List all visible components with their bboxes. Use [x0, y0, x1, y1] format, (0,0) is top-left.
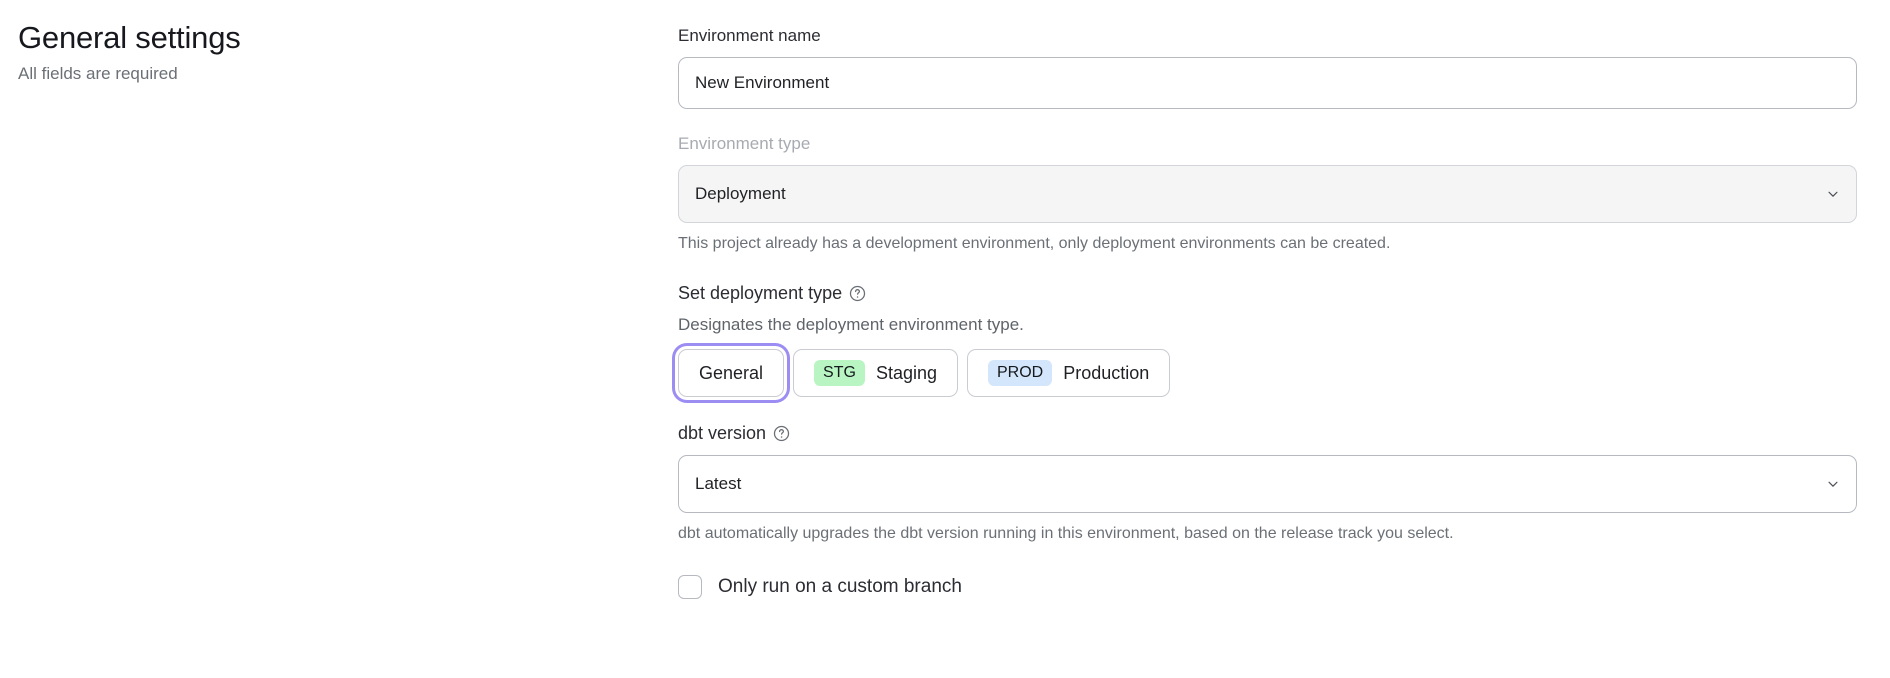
environment-type-field-group: Environment type Deployment This project…	[678, 132, 1857, 255]
deployment-type-option-staging-label: Staging	[875, 362, 937, 383]
environment-type-help-text: This project already has a development e…	[678, 235, 1391, 252]
deployment-type-field-group: Set deployment type Designates the deplo…	[678, 281, 1857, 397]
dbt-version-help-text: dbt automatically upgrades the dbt versi…	[678, 525, 1454, 542]
question-circle-icon[interactable]	[773, 425, 790, 442]
dbt-version-field-group: dbt version Latest dbt automatica	[678, 421, 1857, 545]
deployment-type-title: Set deployment type	[678, 283, 843, 303]
deployment-type-option-production-label: Production	[1063, 362, 1150, 383]
staging-badge: STG	[814, 360, 865, 386]
deployment-type-description: Designates the deployment environment ty…	[678, 315, 1024, 334]
settings-header-column: General settings All fields are required	[0, 0, 678, 86]
custom-branch-checkbox[interactable]	[678, 575, 702, 599]
deployment-type-option-staging[interactable]: STG Staging	[793, 349, 958, 397]
dbt-version-select[interactable]: Latest	[678, 455, 1857, 513]
deployment-type-option-general-label: General	[699, 362, 764, 383]
custom-branch-label: Only run on a custom branch	[718, 576, 962, 597]
dbt-version-value: Latest	[695, 474, 742, 493]
page-title: General settings	[18, 20, 241, 55]
deployment-type-option-general[interactable]: General	[678, 349, 785, 397]
environment-type-label: Environment type	[678, 134, 811, 153]
chevron-down-icon	[1826, 187, 1840, 201]
chevron-down-icon	[1826, 477, 1840, 491]
environment-name-input[interactable]: New Environment	[678, 57, 1857, 109]
environment-type-value: Deployment	[695, 184, 786, 203]
production-badge: PROD	[988, 360, 1053, 386]
dbt-version-heading: dbt version	[678, 421, 1857, 445]
page-subtitle: All fields are required	[18, 64, 178, 83]
dbt-version-label: dbt version	[678, 423, 767, 443]
environment-type-select[interactable]: Deployment	[678, 165, 1857, 223]
deployment-type-options: General STG Staging PROD Production	[678, 349, 1857, 397]
deployment-type-option-production[interactable]: PROD Production	[967, 349, 1171, 397]
custom-branch-row: Only run on a custom branch	[678, 575, 1857, 599]
environment-name-label: Environment name	[678, 26, 821, 45]
environment-name-field-group: Environment name New Environment	[678, 24, 1857, 109]
question-circle-icon[interactable]	[849, 285, 866, 302]
settings-form-column: Environment name New Environment Environ…	[678, 0, 1890, 599]
deployment-type-heading: Set deployment type	[678, 281, 1857, 305]
